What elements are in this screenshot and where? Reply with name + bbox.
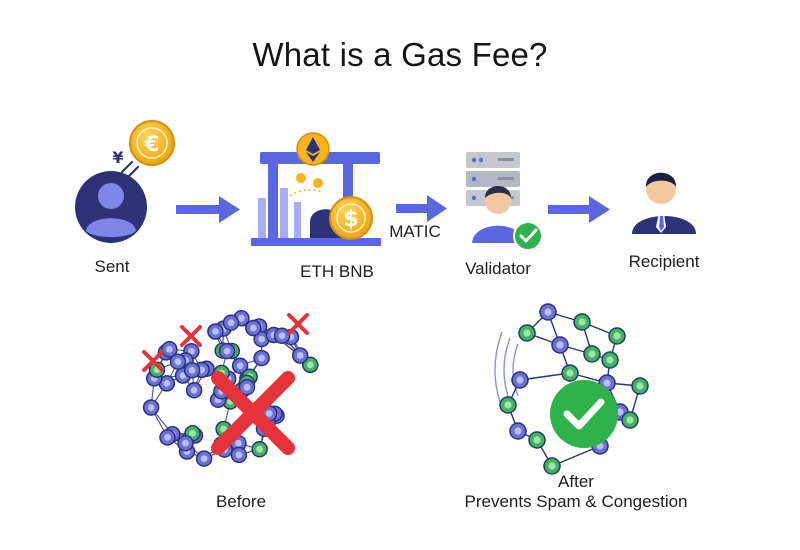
- network-node: [222, 314, 240, 331]
- network-node: [195, 450, 213, 467]
- sender-avatar: [75, 171, 147, 243]
- exchange-label: ETH BNB: [300, 262, 374, 281]
- euro-symbol: €: [144, 132, 160, 156]
- network-node: [238, 378, 256, 396]
- network-node: [185, 381, 203, 399]
- validator-label: Validator: [465, 259, 531, 278]
- network-node: [631, 377, 649, 395]
- network-node: [245, 319, 262, 337]
- network-node: [621, 411, 639, 429]
- network-node: [601, 351, 619, 369]
- network-node: [528, 431, 546, 449]
- validator-person-icon: [472, 186, 524, 243]
- network-node: [218, 342, 236, 360]
- flow-arrow-1: [176, 196, 240, 223]
- flow-arrow-2: [396, 195, 447, 222]
- network-node: [169, 353, 187, 370]
- network-node: [207, 323, 224, 340]
- signal-waves-icon: [494, 331, 519, 409]
- network-node: [251, 440, 268, 458]
- network-node: [253, 349, 270, 367]
- network-node: [273, 327, 291, 345]
- after-caption: Prevents Spam & Congestion: [464, 492, 688, 511]
- network-node: [518, 324, 536, 342]
- network-node: [161, 341, 178, 358]
- dollar-coin-icon: $: [329, 196, 373, 240]
- network-node: [253, 330, 270, 348]
- network-node: [183, 361, 201, 379]
- network-node: [231, 357, 249, 374]
- network-node: [543, 457, 561, 475]
- cross-icon: [180, 325, 202, 347]
- network-node: [302, 356, 319, 374]
- before-label: Before: [215, 492, 267, 511]
- network-node: [511, 371, 529, 389]
- network-node: [177, 434, 194, 452]
- network-node: [583, 345, 601, 363]
- network-node: [561, 364, 579, 382]
- network-node: [159, 429, 176, 446]
- cross-icon: [287, 313, 309, 335]
- ethereum-icon: [296, 132, 330, 166]
- euro-coin-icon: €: [129, 120, 175, 166]
- cross-icon: [142, 350, 164, 372]
- network-node: [142, 399, 160, 416]
- network-node: [291, 347, 309, 364]
- network-node: [608, 327, 626, 345]
- network-node: [509, 422, 527, 440]
- page-title: What is a Gas Fee?: [252, 36, 548, 73]
- recipient-label: Recipient: [628, 252, 700, 271]
- network-node: [539, 303, 557, 321]
- recipient-person-icon: [632, 172, 696, 234]
- sender-label: Sent: [94, 257, 130, 276]
- network-node: [551, 336, 569, 354]
- token-label: MATIC: [389, 222, 441, 241]
- large-cross-icon: [211, 371, 295, 455]
- yen-symbol: ¥: [112, 148, 123, 167]
- check-badge-icon: [513, 221, 543, 251]
- motion-lines-icon: [120, 160, 140, 179]
- network-node: [499, 396, 517, 414]
- network-node: [573, 313, 591, 331]
- flow-arrow-3: [548, 196, 610, 223]
- network-node: [230, 446, 248, 464]
- large-check-icon: [550, 380, 618, 448]
- dollar-symbol: $: [343, 207, 358, 232]
- after-label: After: [558, 472, 594, 491]
